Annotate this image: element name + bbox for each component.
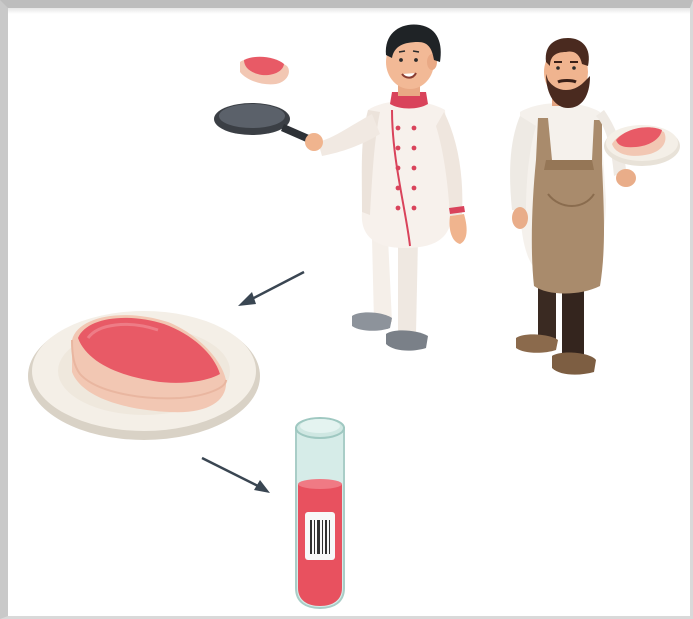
butcher	[510, 38, 680, 375]
arrow-to-tube	[202, 458, 270, 493]
arrow-to-plate	[238, 272, 304, 306]
steak-plate	[28, 311, 260, 440]
chef	[305, 24, 467, 350]
frying-pan	[214, 103, 316, 145]
flying-steak	[240, 57, 289, 85]
sample-tube	[296, 418, 344, 608]
